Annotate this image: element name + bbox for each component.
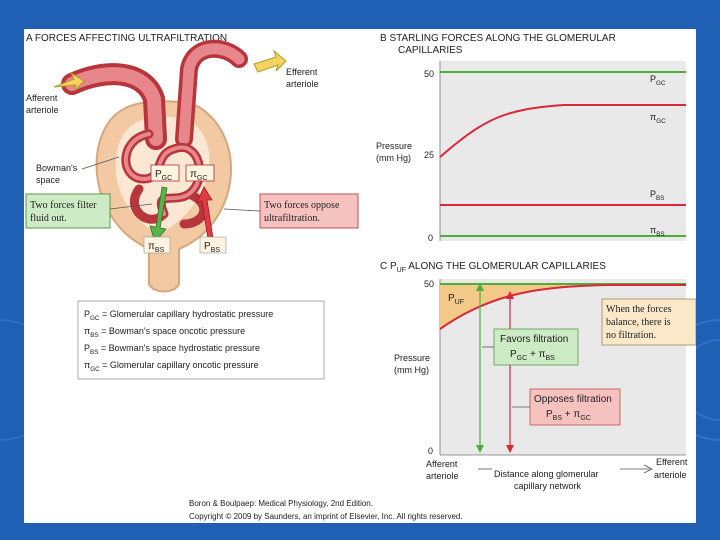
- panel-b-curve-labels: PGC πGC PBS πBS: [650, 74, 666, 238]
- opposes-callout: [529, 388, 621, 426]
- balance-text-2: balance, there is: [606, 317, 671, 328]
- panel-c-title: C PUF ALONG THE GLOMERULAR CAPILLARIES: [380, 261, 606, 274]
- curve-label-3: πBS: [650, 225, 665, 238]
- filter-out-arrow-icon: [149, 186, 168, 243]
- panel-b-ylabel: Pressure: [376, 141, 412, 151]
- figure-canvas: A FORCES AFFECTING ULTRAFILTRATION Affer…: [25, 33, 696, 521]
- favors-formula: PGC + πBS: [510, 349, 555, 362]
- x-right-label: Efferent: [656, 457, 688, 467]
- panel-c-tick-0: 0: [428, 446, 433, 456]
- efferent-label-2: arteriole: [286, 79, 319, 89]
- svg-text:PGC: PGC: [155, 169, 172, 182]
- legend-row-1: πBS = Bowman's space oncotic pressure: [84, 326, 245, 339]
- balance-callout: [601, 298, 696, 346]
- curve-label-2: PBS: [650, 189, 664, 202]
- panel-c-ylabel-2: (mm Hg): [394, 365, 429, 375]
- panel-c-tick-50: 50: [424, 279, 434, 289]
- efferent-arrow-icon: [253, 49, 287, 73]
- panel-b-ylabel-2: (mm Hg): [376, 153, 411, 163]
- symbol-legend: [77, 300, 325, 380]
- bowman-label-2: space: [36, 175, 60, 185]
- panel-c-opposing-curve: [439, 284, 686, 330]
- panel-c: C PUF ALONG THE GLOMERULAR CAPILLARIES 5…: [380, 261, 696, 491]
- balance-text: When the forces: [606, 304, 672, 315]
- panel-b: B STARLING FORCES ALONG THE GLOMERULAR C…: [376, 33, 686, 243]
- puf-area: [440, 284, 686, 329]
- afferent-label-2: arteriole: [26, 105, 59, 115]
- oppose-text: Two forces oppose: [264, 200, 340, 211]
- x-right-label-2: arteriole: [654, 470, 687, 480]
- svg-text:PUF: PUF: [448, 293, 464, 306]
- panel-b-tick-25: 25: [424, 150, 434, 160]
- x-left-label: Afferent: [426, 459, 458, 469]
- legend-row-3: πGC = Glomerular capillary oncotic press…: [84, 360, 259, 373]
- efferent-label: Efferent: [286, 67, 318, 77]
- x-left-label-2: arteriole: [426, 471, 459, 481]
- filter-out-callout: [25, 193, 111, 229]
- panel-b-tick-50: 50: [424, 69, 434, 79]
- opposes-formula: PBS + πGC: [546, 409, 591, 422]
- panel-a-title: A FORCES AFFECTING ULTRAFILTRATION: [26, 33, 227, 44]
- favors-title: Favors filtration: [500, 334, 568, 345]
- filter-out-text-2: fluid out.: [30, 213, 67, 224]
- afferent-arrow-icon: [53, 71, 85, 92]
- panel-b-plot-area: [440, 61, 686, 241]
- panel-b-title-2: CAPILLARIES: [398, 45, 463, 56]
- filter-out-text: Two forces filter: [30, 200, 97, 211]
- curve-label-1: πGC: [650, 112, 666, 125]
- afferent-label: Afferent: [26, 93, 58, 103]
- pgc-label-box: [150, 164, 180, 182]
- svg-text:πGC: πGC: [190, 169, 207, 182]
- oppose-callout: [259, 193, 359, 229]
- pigc-label-box: [185, 164, 215, 182]
- balance-text-3: no filtration.: [606, 330, 656, 341]
- x-mid-label-2: capillary network: [514, 481, 582, 491]
- curve-label-0: PGC: [650, 74, 666, 87]
- panel-a: A FORCES AFFECTING ULTRAFILTRATION Affer…: [25, 33, 359, 380]
- oppose-text-2: ultrafiltration.: [264, 213, 320, 224]
- copyright-line: Copyright © 2009 by Saunders, an imprint…: [189, 512, 463, 521]
- legend-row-2: PBS = Bowman's space hydrostatic pressur…: [84, 343, 260, 356]
- svg-text:PBS: PBS: [204, 241, 220, 254]
- panel-b-title: B STARLING FORCES ALONG THE GLOMERULAR: [380, 33, 616, 44]
- oppose-arrow-icon: [196, 186, 214, 240]
- figure-slide: A FORCES AFFECTING ULTRAFILTRATION Affer…: [24, 29, 696, 523]
- x-mid-label: Distance along glomerular: [494, 469, 599, 479]
- pibs-label-box: [143, 236, 171, 254]
- pbs-label-box: [199, 236, 227, 254]
- bowman-label: Bowman's: [36, 163, 78, 173]
- svg-text:πBS: πBS: [148, 241, 165, 254]
- panel-b-tick-0: 0: [428, 233, 433, 243]
- legend-row-0: PGC = Glomerular capillary hydrostatic p…: [84, 309, 273, 322]
- credit-line: Boron & Boulpaep: Medical Physiology, 2n…: [189, 499, 373, 508]
- puf-label-box: [444, 289, 468, 305]
- opposes-title: Opposes filtration: [534, 394, 612, 405]
- panel-c-ylabel: Pressure: [394, 353, 430, 363]
- legend-rows: PGC = Glomerular capillary hydrostatic p…: [84, 309, 273, 373]
- pigc-curve: [439, 104, 686, 158]
- favors-callout: [493, 328, 579, 366]
